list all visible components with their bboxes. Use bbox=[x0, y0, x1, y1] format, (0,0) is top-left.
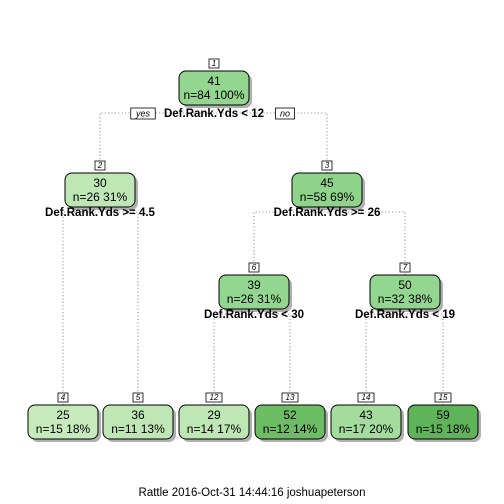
node-stats: n=26 31% bbox=[227, 292, 282, 306]
node-stats: n=15 18% bbox=[416, 422, 471, 436]
node-value: 50 bbox=[398, 278, 412, 292]
node-stats: n=12 14% bbox=[263, 422, 318, 436]
node-12: 12 29n=14 17% bbox=[178, 392, 252, 442]
edge-7-14 bbox=[365, 313, 405, 405]
node-id: 1 bbox=[212, 59, 216, 68]
edge-2-5 bbox=[100, 211, 139, 405]
node-value: 39 bbox=[247, 278, 261, 292]
node-3: 3 45n=58 69% bbox=[291, 160, 365, 210]
edge-6-13 bbox=[254, 313, 291, 405]
node-value: 43 bbox=[359, 408, 373, 422]
node-id: 3 bbox=[325, 161, 330, 170]
node-box bbox=[407, 404, 479, 440]
edge-7-15 bbox=[405, 313, 444, 405]
node-id-box bbox=[357, 392, 375, 403]
node-value: 41 bbox=[207, 74, 221, 88]
node-value: 36 bbox=[131, 408, 145, 422]
node-id: 12 bbox=[210, 393, 219, 402]
node-id: 14 bbox=[362, 393, 371, 402]
node-id-box bbox=[205, 392, 223, 403]
node-id-box bbox=[208, 58, 220, 69]
node-id: 6 bbox=[252, 263, 257, 272]
no-tag-box bbox=[275, 107, 295, 120]
node-stats: n=15 18% bbox=[36, 422, 91, 436]
node-id: 7 bbox=[403, 263, 408, 272]
node-stats: n=17 20% bbox=[339, 422, 394, 436]
node-7: 7 50n=32 38% bbox=[369, 262, 443, 312]
node-box bbox=[254, 404, 326, 440]
node-id: 4 bbox=[61, 393, 66, 402]
node-stats: n=32 38% bbox=[378, 292, 433, 306]
node-value: 25 bbox=[56, 408, 70, 422]
node-box bbox=[178, 404, 250, 440]
node-box bbox=[218, 274, 290, 310]
split-label-1: Def.Rank.Yds < 12 bbox=[164, 108, 264, 120]
node-id-box bbox=[321, 160, 333, 171]
yes-tag-box bbox=[130, 107, 156, 120]
node-id-box bbox=[434, 392, 452, 403]
node-id-box bbox=[132, 392, 144, 403]
yes-tag: yes bbox=[135, 109, 151, 119]
node-box bbox=[64, 172, 136, 208]
node-box bbox=[330, 404, 402, 440]
split-label-2: Def.Rank.Yds >= 4.5 bbox=[45, 207, 156, 219]
no-tag: no bbox=[280, 109, 290, 119]
edges bbox=[62, 112, 444, 405]
node-stats: n=84 100% bbox=[183, 88, 244, 102]
node-6: 6 39n=26 31% bbox=[218, 262, 292, 312]
node-id-box bbox=[94, 160, 106, 171]
node-id: 13 bbox=[286, 393, 295, 402]
node-stats: n=14 17% bbox=[187, 422, 242, 436]
edge-3-7 bbox=[327, 211, 406, 275]
split-label-3: Def.Rank.Yds >= 26 bbox=[274, 207, 381, 219]
node-id-box bbox=[281, 392, 299, 403]
edge-1-3 bbox=[214, 112, 328, 173]
node-1: 1 41n=84 100% bbox=[178, 58, 252, 108]
edge-3-6 bbox=[253, 211, 327, 275]
node-id: 5 bbox=[136, 393, 141, 402]
node-15: 15 59n=15 18% bbox=[407, 392, 481, 442]
edge-2-4 bbox=[62, 211, 100, 405]
node-value: 29 bbox=[207, 408, 221, 422]
node-value: 52 bbox=[283, 408, 297, 422]
node-14: 14 43n=17 20% bbox=[330, 392, 404, 442]
footer-caption: Rattle 2016-Oct-31 14:44:16 joshuapeters… bbox=[138, 487, 366, 499]
split-label-6: Def.Rank.Yds < 30 bbox=[204, 309, 304, 321]
node-stats: n=11 13% bbox=[111, 422, 165, 436]
node-box bbox=[27, 404, 99, 440]
node-box bbox=[369, 274, 441, 310]
node-value: 30 bbox=[93, 176, 107, 190]
node-4: 4 25n=15 18% bbox=[27, 392, 101, 442]
split-label-7: Def.Rank.Yds < 19 bbox=[355, 309, 455, 321]
node-id-box bbox=[399, 262, 411, 273]
node-box bbox=[102, 404, 174, 440]
node-2: 2 30n=26 31% bbox=[64, 160, 138, 210]
node-5: 5 36n=11 13% bbox=[102, 392, 176, 442]
edge-1-2 bbox=[99, 112, 214, 173]
node-13: 13 52n=12 14% bbox=[254, 392, 328, 442]
node-value: 59 bbox=[436, 408, 450, 422]
node-id: 15 bbox=[439, 393, 448, 402]
node-box bbox=[291, 172, 363, 208]
node-value: 45 bbox=[320, 176, 334, 190]
node-id: 2 bbox=[97, 161, 103, 170]
node-box bbox=[178, 70, 250, 106]
edge-6-12 bbox=[213, 313, 254, 405]
node-stats: n=26 31% bbox=[73, 190, 128, 204]
node-stats: n=58 69% bbox=[300, 190, 355, 204]
node-id-box bbox=[248, 262, 260, 273]
node-id-box bbox=[57, 392, 69, 403]
